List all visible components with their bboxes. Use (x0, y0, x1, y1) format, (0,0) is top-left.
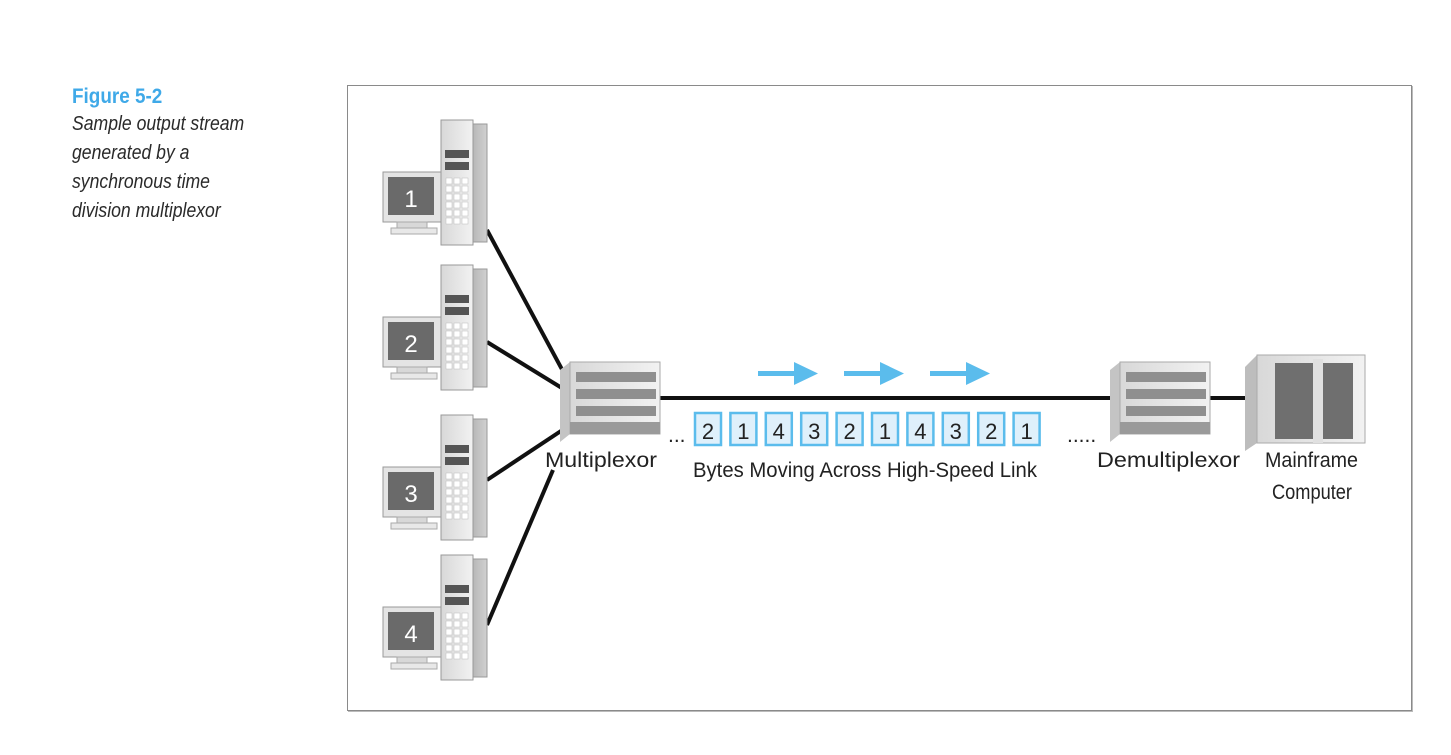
byte-cell: 4 (764, 411, 794, 447)
arrow-right-icon (758, 362, 818, 385)
direction-arrows (758, 362, 990, 385)
mainframe-icon (1245, 354, 1366, 451)
terminal-3: 3 (382, 414, 488, 541)
byte-cell: 3 (799, 411, 829, 447)
byte-cell: 1 (729, 411, 758, 447)
terminal-number: 1 (404, 186, 417, 213)
caption-line-3: synchronous time (72, 171, 210, 193)
byte-value: 2 (702, 419, 714, 444)
byte-cell: 3 (941, 411, 971, 447)
byte-cell: 1 (1012, 411, 1041, 447)
terminal-4: 4 (382, 554, 488, 681)
terminal-number: 4 (404, 621, 417, 648)
byte-value: 1 (879, 419, 891, 444)
link-terminal-3 (485, 423, 572, 482)
arrow-right-icon (930, 362, 990, 385)
terminal-2: 2 (382, 264, 488, 391)
link-terminal-1 (485, 229, 574, 389)
link-label: Bytes Moving Across High-Speed Link (693, 459, 1037, 482)
byte-cell: 4 (906, 411, 935, 447)
caption-line-4: division multiplexor (72, 200, 221, 222)
byte-value: 2 (843, 419, 855, 444)
byte-cell: 2 (976, 411, 1006, 447)
trailing-ellipsis: ..... (1067, 424, 1096, 447)
byte-value: 3 (808, 419, 820, 444)
byte-cell: 1 (870, 411, 900, 447)
byte-value: 3 (950, 419, 962, 444)
byte-value: 1 (1020, 419, 1032, 444)
terminal-links (485, 229, 574, 626)
figure-number: Figure 5-2 (72, 85, 163, 108)
byte-cell: 2 (693, 411, 723, 447)
arrow-right-icon (844, 362, 904, 385)
multiplexor-label: Multiplexor (545, 449, 657, 472)
caption-line-1: Sample output stream (72, 113, 245, 135)
demultiplexor-device (1110, 361, 1211, 442)
byte-cell: 2 (835, 411, 864, 447)
mainframe-label-line1: Mainframe (1265, 449, 1358, 472)
byte-value: 2 (985, 419, 997, 444)
mainframe-label-line2: Computer (1272, 481, 1352, 504)
figure-caption: Figure 5-2 Sample output stream generate… (72, 84, 322, 226)
terminal-number: 3 (404, 481, 417, 508)
byte-value: 4 (914, 419, 926, 444)
terminal-number: 2 (404, 331, 417, 358)
byte-value: 1 (737, 419, 749, 444)
leading-ellipsis: ... (668, 424, 686, 447)
link-terminal-4 (485, 469, 555, 626)
link-terminal-2 (485, 340, 572, 395)
demultiplexor-label: Demultiplexor (1097, 449, 1240, 472)
terminal-1: 1 (382, 119, 488, 246)
byte-value: 4 (773, 419, 785, 444)
multiplexor-device (560, 361, 661, 442)
caption-line-2: generated by a (72, 142, 190, 164)
